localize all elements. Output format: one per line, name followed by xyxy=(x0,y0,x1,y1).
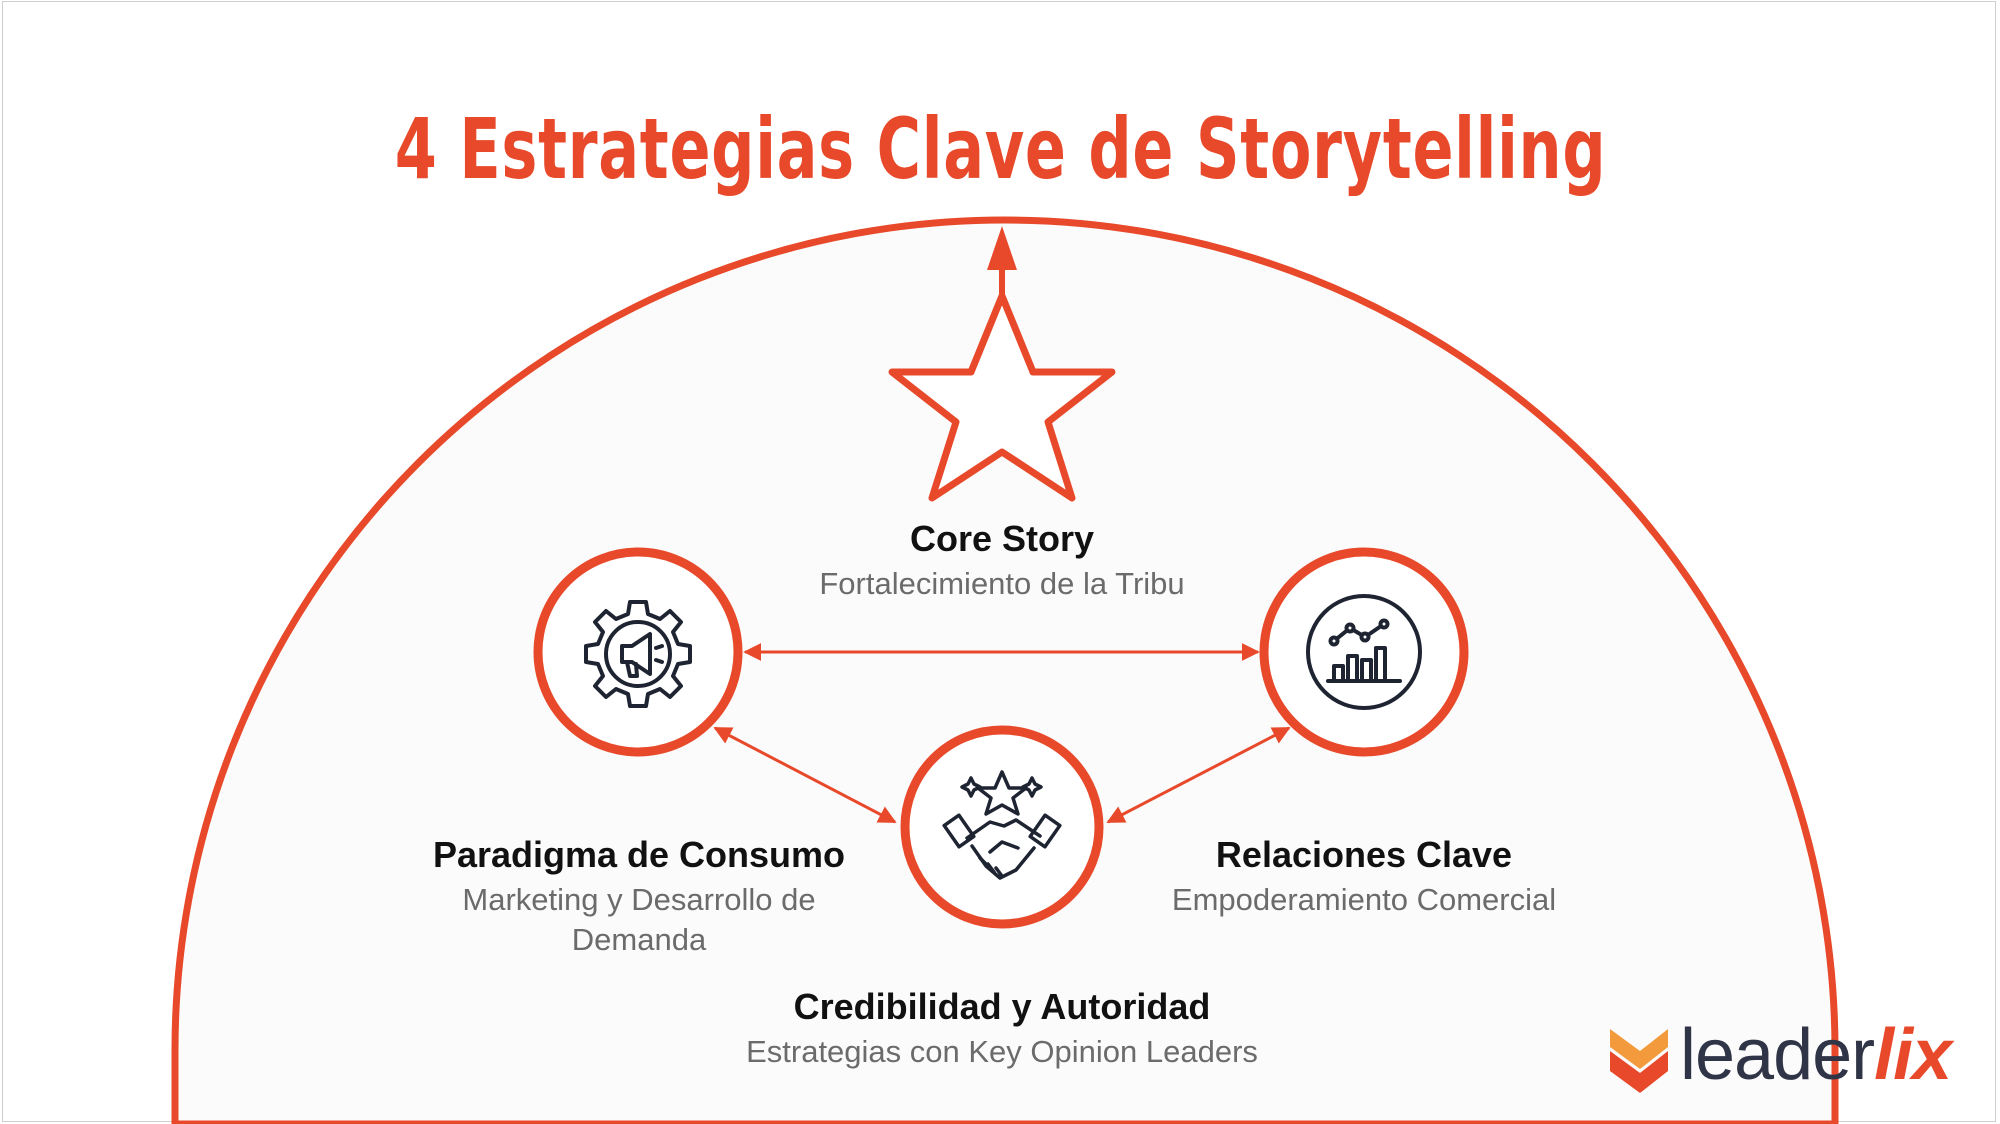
core-story-title: Core Story xyxy=(909,518,1095,559)
label-paradigma: Paradigma de Consumo Marketing y Desarro… xyxy=(380,834,898,960)
logo-text-main: leader xyxy=(1680,1015,1875,1095)
label-core-story: Core Story Fortalecimiento de la Tribu xyxy=(700,518,1304,604)
page-title: 4 Estrategias Clave de Storytelling xyxy=(394,100,1607,198)
leaderlix-logo: leaderlix xyxy=(1600,1015,1980,1095)
paradigma-subtitle-line2: Demanda xyxy=(571,922,707,957)
label-credibilidad: Credibilidad y Autoridad Estrategias con… xyxy=(640,986,1364,1072)
node-paradigma-circle xyxy=(533,547,743,757)
chart-growth-icon xyxy=(1306,594,1422,710)
logo-text-accent: lix xyxy=(1874,1015,1952,1095)
credibilidad-subtitle: Estrategias con Key Opinion Leaders xyxy=(746,1034,1258,1069)
relaciones-title: Relaciones Clave xyxy=(1215,834,1513,875)
star-icon xyxy=(888,292,1116,502)
top-arrow-head xyxy=(987,226,1017,270)
paradigma-title: Paradigma de Consumo xyxy=(432,834,846,875)
connector-paradigma-credibilidad xyxy=(713,726,897,824)
leaderlix-chevron-icon xyxy=(1610,1029,1668,1093)
node-relaciones-circle xyxy=(1259,547,1469,757)
outer-arc xyxy=(171,216,1839,1124)
label-relaciones: Relaciones Clave Empoderamiento Comercia… xyxy=(1100,834,1628,920)
handshake-star-icon xyxy=(942,770,1062,880)
logo-wordmark: leaderlix xyxy=(1680,1015,1952,1095)
credibilidad-title: Credibilidad y Autoridad xyxy=(793,986,1211,1027)
relaciones-subtitle: Empoderamiento Comercial xyxy=(1171,882,1557,917)
gear-megaphone-icon xyxy=(584,600,692,708)
core-story-subtitle: Fortalecimiento de la Tribu xyxy=(819,566,1185,601)
paradigma-subtitle-line1: Marketing y Desarrollo de xyxy=(462,882,816,917)
connector-relaciones-credibilidad xyxy=(1106,726,1291,824)
